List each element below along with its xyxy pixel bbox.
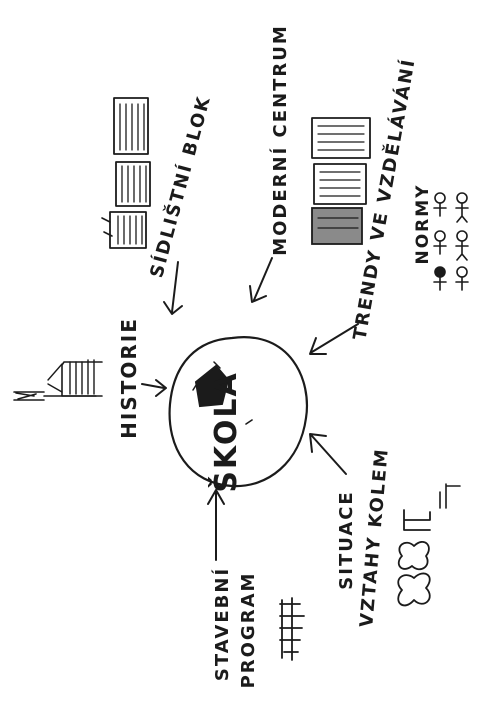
arrow-situace — [310, 434, 346, 474]
stavebni-label: STAVEBNÍ — [211, 567, 233, 681]
housing-block-sketch-icon — [102, 98, 150, 248]
normy-label: NORMY — [413, 184, 433, 265]
arrow-historie — [142, 380, 166, 396]
branch-moderni-centrum: MODERNÍ CENTRUM — [250, 24, 370, 302]
ruins-sketch-icon — [14, 360, 102, 400]
moderni-centrum-label: MODERNÍ CENTRUM — [269, 24, 291, 256]
vztahy-label: VZTAHY KOLEM — [356, 447, 393, 628]
branch-historie: HISTORIE — [14, 317, 166, 439]
branch-stavebni-program: STAVEBNÍ PROGRAM — [208, 490, 304, 688]
historie-label: HISTORIE — [117, 317, 141, 439]
program-label: PROGRAM — [238, 572, 259, 689]
branch-sidlistni-blok: SÍDLIŠTNÍ BLOK — [102, 93, 215, 314]
center-label: ŠKOLA — [207, 371, 244, 492]
branch-trendy: TRENDY VE VZDĚLÁVÁNÍ NORMY — [310, 56, 468, 354]
map-scribble-icon — [398, 484, 460, 605]
trendy-label: TRENDY VE VZDĚLÁVÁNÍ — [348, 56, 419, 341]
situace-label: SITUACE — [336, 490, 357, 589]
branch-situace: SITUACE VZTAHY KOLEM — [310, 434, 460, 628]
people-figures-icon — [434, 193, 468, 290]
bar-chart-scribble-icon — [280, 598, 304, 660]
center-node: ŠKOLA — [170, 337, 307, 493]
sidlistni-blok-label: SÍDLIŠTNÍ BLOK — [145, 93, 215, 280]
modern-building-sketch-icon — [312, 118, 370, 244]
arrow-stavebni-program — [208, 490, 224, 560]
arrow-moderni-centrum — [250, 258, 272, 302]
